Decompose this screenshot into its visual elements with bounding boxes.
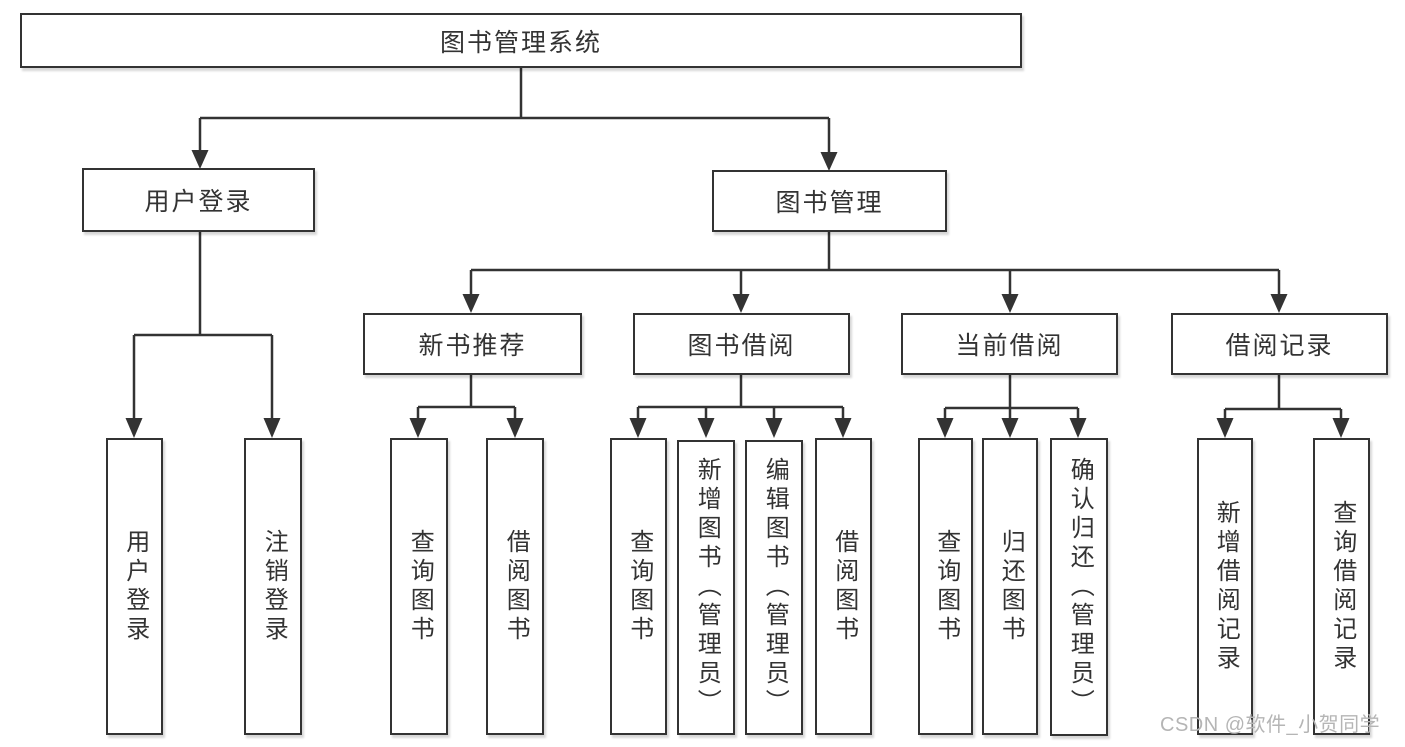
node-book-system-label: 图书管理系统	[439, 28, 602, 57]
leaf-query-borrow-record-label: 查询借阅记录	[1328, 499, 1356, 674]
node-current-borrow-label: 当前借阅	[955, 332, 1064, 360]
leaf-logout-label: 注销登录	[260, 528, 288, 645]
leaf-add-books-admin-label: 新增图书（管理员）	[693, 457, 721, 718]
leaf-add-borrow-record-label: 新增借阅记录	[1212, 499, 1240, 674]
node-book-management: 图书管理	[712, 170, 947, 232]
leaf-return-books: 归还图书	[982, 438, 1038, 735]
connector-new-book-recommend	[409, 375, 524, 438]
csdn-watermark: CSDN @软件_小贺同学	[1160, 714, 1381, 736]
node-book-management-label: 图书管理	[775, 189, 884, 217]
node-borrow-records-label: 借阅记录	[1225, 332, 1334, 360]
leaf-query-borrow-record: 查询借阅记录	[1313, 438, 1370, 735]
leaf-borrow-query-books-label: 查询图书	[625, 528, 653, 645]
leaf-user-login-label: 用户登录	[121, 528, 149, 645]
node-user-login-label: 用户登录	[144, 188, 253, 216]
node-book-borrow-label: 图书借阅	[687, 332, 796, 360]
connector-root	[191, 68, 838, 171]
node-borrow-records: 借阅记录	[1171, 313, 1388, 375]
leaf-logout: 注销登录	[244, 438, 302, 735]
node-current-borrow: 当前借阅	[901, 313, 1118, 375]
leaf-recommend-query-books-label: 查询图书	[406, 528, 434, 645]
leaf-current-query-books-label: 查询图书	[932, 528, 960, 645]
leaf-add-borrow-record: 新增借阅记录	[1197, 438, 1253, 735]
leaf-return-books-label: 归还图书	[997, 528, 1025, 645]
connector-book-management	[462, 232, 1288, 313]
connector-book-borrow	[629, 375, 852, 438]
leaf-edit-books-admin: 编辑图书（管理员）	[745, 440, 803, 735]
node-new-book-recommend-label: 新书推荐	[418, 332, 527, 360]
node-book-system: 图书管理系统	[20, 13, 1022, 68]
leaf-add-books-admin: 新增图书（管理员）	[677, 440, 735, 735]
leaf-current-query-books: 查询图书	[918, 438, 973, 735]
leaf-confirm-return-admin-label: 确认归还（管理员）	[1066, 456, 1094, 718]
leaf-edit-books-admin-label: 编辑图书（管理员）	[761, 457, 789, 718]
connector-current-borrow	[936, 375, 1087, 438]
leaf-confirm-return-admin: 确认归还（管理员）	[1050, 438, 1108, 736]
connector-user-login	[125, 232, 281, 438]
leaf-user-login: 用户登录	[106, 438, 163, 735]
leaf-borrow-query-books: 查询图书	[610, 438, 667, 735]
node-new-book-recommend: 新书推荐	[363, 313, 582, 375]
leaf-recommend-borrow-books: 借阅图书	[486, 438, 544, 735]
leaf-borrow-borrow-books-label: 借阅图书	[830, 528, 858, 645]
node-user-login: 用户登录	[82, 168, 315, 232]
connector-borrow-records	[1216, 375, 1350, 438]
leaf-recommend-query-books: 查询图书	[390, 438, 448, 735]
leaf-recommend-borrow-books-label: 借阅图书	[502, 528, 530, 645]
node-book-borrow: 图书借阅	[633, 313, 850, 375]
leaf-borrow-borrow-books: 借阅图书	[815, 438, 872, 735]
